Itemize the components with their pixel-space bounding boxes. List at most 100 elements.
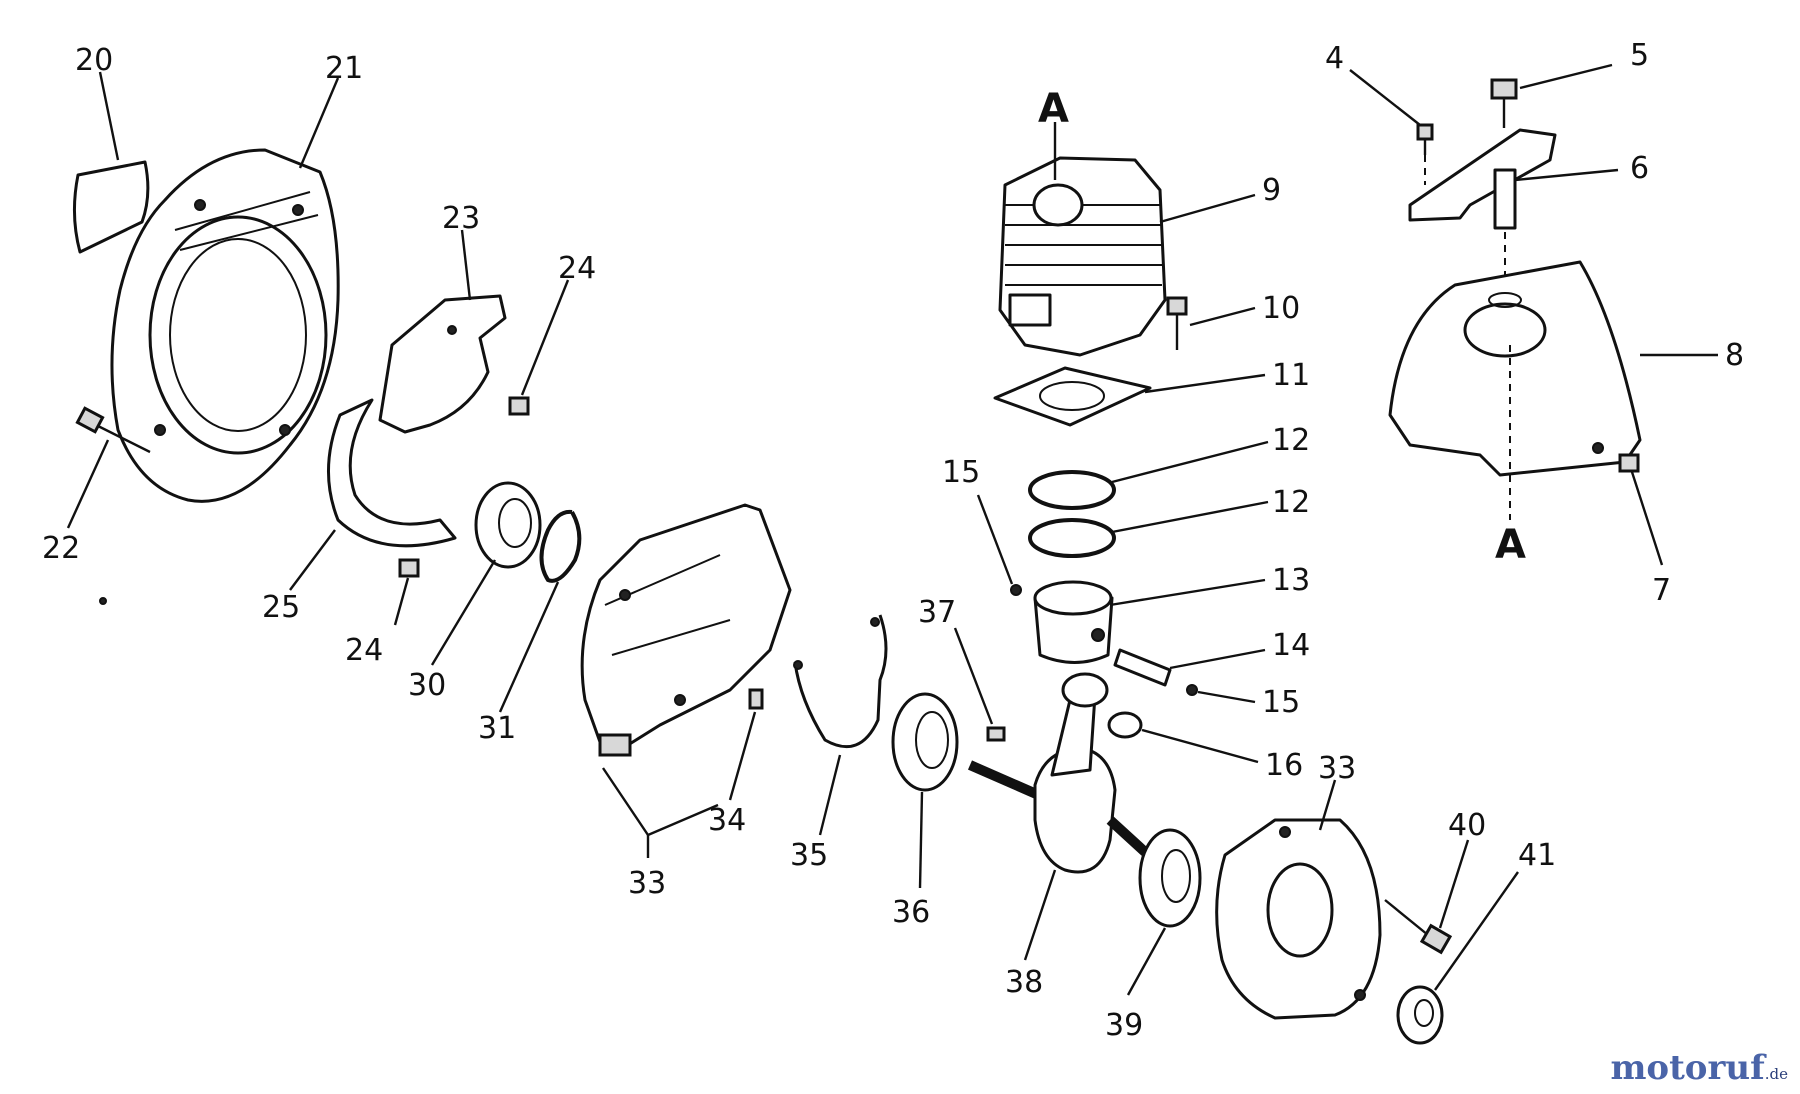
callout-31: 31 [478, 711, 516, 746]
part-22-bolt [75, 406, 151, 454]
callout-9: 9 [1262, 173, 1281, 208]
leader-14 [1169, 648, 1266, 670]
part-40-bolt [1384, 899, 1453, 955]
callout-16: 16 [1265, 748, 1303, 783]
leader-23 [460, 229, 472, 301]
part-25-curved-guide [326, 398, 457, 548]
part-16-needle-bearing [1107, 711, 1143, 739]
leader-21 [298, 77, 340, 169]
callout-14: 14 [1272, 628, 1310, 663]
part-39-bearing [1138, 828, 1202, 928]
leader-6 [1514, 168, 1619, 182]
part-33-crankcase-right [1215, 818, 1382, 1020]
reference-A-bottom: A [1495, 522, 1526, 568]
callout-10: 10 [1262, 291, 1300, 326]
part-34-pin [748, 688, 764, 710]
part-35-gasket [793, 614, 888, 749]
leader-22 [66, 439, 110, 529]
part-13-piston [1033, 580, 1114, 664]
watermark-suffix: .de [1764, 1065, 1788, 1083]
leader-9 [1159, 193, 1256, 224]
part-20-decal [72, 160, 150, 254]
part-7-screw [1618, 453, 1640, 473]
leader-35 [818, 754, 842, 836]
part-6-cover-bracket [1408, 128, 1557, 230]
callout-30: 30 [408, 668, 446, 703]
leader-38 [1023, 869, 1057, 961]
part-9-cylinder [998, 156, 1167, 357]
watermark-main: motoruf [1610, 1048, 1765, 1088]
callout-34: 34 [708, 803, 746, 838]
callout-41: 41 [1518, 838, 1556, 873]
leader-7 [1630, 471, 1664, 566]
reference-A-top: A [1038, 86, 1069, 132]
leader-41 [1434, 871, 1519, 991]
leader-24b [393, 577, 410, 626]
leader-11 [1144, 373, 1266, 394]
leader-15b [1197, 690, 1256, 704]
leader-31 [498, 581, 560, 713]
callout-12-upper: 12 [1272, 423, 1310, 458]
part-15-circlip-right [1186, 684, 1198, 696]
leader-37 [953, 627, 994, 725]
callout-40: 40 [1448, 808, 1486, 843]
callout-38: 38 [1005, 965, 1043, 1000]
part-41-seal [1396, 985, 1444, 1045]
callout-7: 7 [1652, 573, 1671, 608]
callout-37: 37 [918, 595, 956, 630]
part-8-cylinder-cover [1388, 260, 1642, 477]
part-33-crankcase-left [580, 503, 792, 757]
callout-4: 4 [1325, 41, 1344, 76]
leader-40 [1438, 839, 1470, 929]
callout-15-right: 15 [1262, 685, 1300, 720]
leader-12a [1111, 440, 1269, 484]
leader-10 [1189, 306, 1256, 327]
leader-13 [1109, 578, 1266, 607]
part-30-ring [474, 481, 542, 569]
part-38-crankshaft [967, 672, 1149, 874]
callout-6: 6 [1630, 151, 1649, 186]
stray-mark [99, 597, 107, 605]
part-12-piston-ring-lower [1028, 518, 1116, 558]
part-10-bolt [1166, 296, 1188, 350]
part-5-bolt [1490, 78, 1518, 128]
leader-33a [602, 767, 719, 837]
leader-25 [289, 529, 336, 591]
part-14-piston-pin [1113, 648, 1172, 687]
callout-11: 11 [1272, 358, 1310, 393]
leader-30 [430, 559, 497, 666]
callout-12-lower: 12 [1272, 485, 1310, 520]
callout-21: 21 [325, 51, 363, 86]
leader-34 [728, 711, 757, 801]
callout-25: 25 [262, 590, 300, 625]
leader-12b [1111, 500, 1269, 534]
leader-39 [1126, 927, 1167, 996]
part-36-bearing [891, 692, 959, 792]
part-37-key [986, 726, 1006, 742]
callout-35: 35 [790, 838, 828, 873]
leader-33b [1318, 779, 1337, 831]
part-12-piston-ring-upper [1028, 470, 1116, 510]
leader-5 [1519, 63, 1613, 90]
callout-33-left: 33 [628, 866, 666, 901]
callout-8: 8 [1725, 338, 1744, 373]
callout-15-left: 15 [942, 455, 980, 490]
leader-20 [98, 71, 120, 161]
callout-39: 39 [1105, 1008, 1143, 1043]
leader-16 [1141, 728, 1259, 764]
part-21-fan-housing [110, 148, 340, 503]
leader-4 [1349, 69, 1421, 126]
callout-24-lower: 24 [345, 633, 383, 668]
leader-36 [918, 791, 924, 889]
leader-24a [520, 279, 570, 396]
part-15-circlip-left [1010, 584, 1022, 596]
part-31-snap-ring [539, 509, 582, 583]
part-23-shield-plate [378, 294, 507, 434]
leader-15a [976, 494, 1014, 585]
callout-13: 13 [1272, 563, 1310, 598]
callout-24-upper: 24 [558, 251, 596, 286]
part-4-screw [1416, 123, 1434, 155]
part-24-screw-upper [508, 396, 530, 416]
callout-33-right: 33 [1318, 751, 1356, 786]
